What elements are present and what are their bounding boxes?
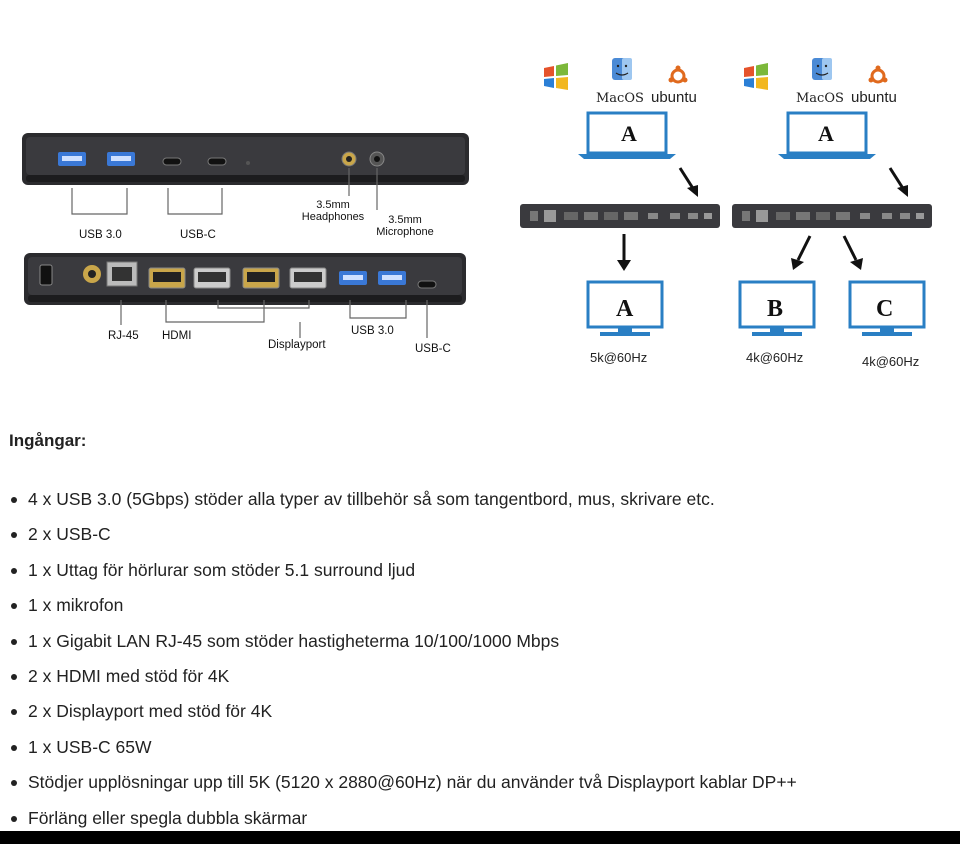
laptop-a-label: A (621, 121, 637, 146)
label-hdmi: HDMI (162, 330, 192, 342)
label-microphone-size: 3.5mm (388, 214, 422, 226)
arrow-icon (842, 235, 863, 270)
ubuntu-logo-icon (867, 64, 889, 84)
usbc-port-icon (162, 157, 182, 166)
macos-finder-icon (811, 57, 833, 81)
arrow-icon (791, 235, 812, 270)
label-usbc-front: USB-C (180, 229, 216, 241)
monitor-icon (586, 280, 664, 336)
label-headphones: 3.5mm Headphones (298, 199, 368, 223)
label-headphones-name: Headphones (301, 211, 365, 223)
dock-product-image (22, 133, 469, 338)
resolution-4k-b: 4k@60Hz (746, 350, 803, 365)
macos-finder-icon (611, 57, 633, 81)
laptop-icon (578, 111, 676, 159)
connection-diagram: MacOS ubuntu A A 5k@60Hz MacOS ubuntu A … (520, 57, 932, 369)
label-microphone: 3.5mm Microphone (370, 214, 440, 238)
arrow-icon (678, 167, 698, 197)
list-item: 2 x HDMI med stöd för 4K (10, 666, 950, 701)
monitor-b-label: B (767, 296, 783, 322)
dock-back-view (24, 253, 466, 305)
list-item: 4 x USB 3.0 (5Gbps) stöder alla typer av… (10, 489, 950, 524)
label-microphone-name: Microphone (376, 226, 434, 238)
monitor-a-label: A (616, 296, 634, 322)
ubuntu-text: ubuntu (851, 89, 897, 106)
power-switch-icon (39, 264, 53, 286)
macos-text: MacOS (796, 91, 844, 106)
arrow-icon (617, 234, 631, 271)
laptop-icon (778, 111, 876, 159)
resolution-4k-c: 4k@60Hz (862, 354, 919, 369)
list-item: Förläng eller spegla dubbla skärmar (10, 808, 950, 843)
macos-text: MacOS (596, 91, 644, 106)
list-item: 1 x USB-C 65W (10, 737, 950, 772)
windows-logo-icon (744, 63, 768, 90)
resolution-5k: 5k@60Hz (590, 350, 647, 365)
list-item: Stödjer upplösningar upp till 5K (5120 x… (10, 772, 950, 807)
dock-front-view (22, 133, 469, 185)
label-usb3-front: USB 3.0 (79, 229, 122, 241)
label-displayport: Displayport (268, 339, 326, 351)
label-usbc-back: USB-C (415, 343, 451, 355)
monitor-c-label: C (876, 296, 893, 322)
list-item: 1 x Gigabit LAN RJ-45 som stöder hastigh… (10, 631, 950, 666)
monitor-icon (848, 280, 926, 336)
bottom-bar (0, 831, 960, 844)
usbc-port-icon (417, 280, 437, 289)
list-item: 1 x mikrofon (10, 595, 950, 630)
dock-mini-icon (520, 204, 720, 228)
usbc-port-icon (207, 157, 227, 166)
arrow-icon (888, 167, 908, 197)
ubuntu-text: ubuntu (651, 89, 697, 106)
list-item: 1 x Uttag för hörlurar som stöder 5.1 su… (10, 560, 950, 595)
windows-logo-icon (544, 63, 568, 90)
section-title: Ingångar: (9, 431, 87, 450)
monitor-icon (738, 280, 816, 336)
label-rj45: RJ-45 (108, 330, 139, 342)
label-headphones-size: 3.5mm (316, 199, 350, 211)
label-usb3-back: USB 3.0 (351, 325, 394, 337)
ubuntu-logo-icon (667, 64, 689, 84)
list-item: 2 x USB-C (10, 524, 950, 559)
dock-mini-icon (732, 204, 932, 228)
feature-list: 4 x USB 3.0 (5Gbps) stöder alla typer av… (10, 489, 950, 843)
laptop-a-label: A (818, 121, 834, 146)
list-item: 2 x Displayport med stöd för 4K (10, 701, 950, 736)
